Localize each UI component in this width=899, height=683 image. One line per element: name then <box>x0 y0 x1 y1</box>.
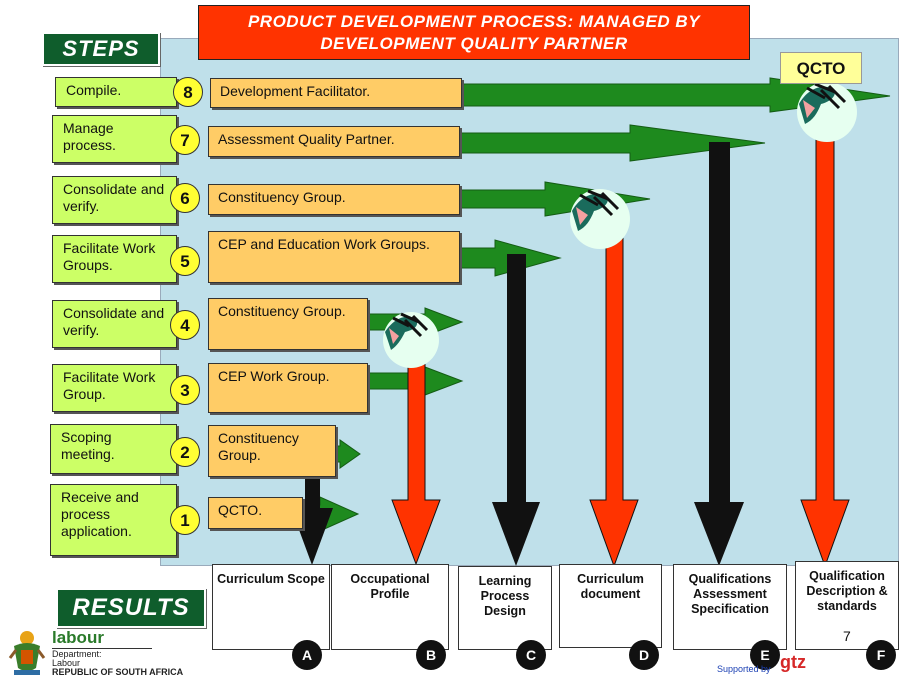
step-8-number: 8 <box>173 77 203 107</box>
step-5-action: Facilitate Work Groups. <box>52 235 177 283</box>
result-label: Curriculum document <box>577 572 644 601</box>
green-arrow-step-7 <box>459 124 766 162</box>
step-3-number: 3 <box>170 375 200 405</box>
result-letter-e: E <box>750 640 780 670</box>
black-arrow-e <box>694 142 744 566</box>
step-7-number: 7 <box>170 125 200 155</box>
step-8-action: Compile. <box>55 77 177 107</box>
step-7-action: Manage process. <box>52 115 177 163</box>
globe-icon <box>797 82 857 142</box>
step-4-actor: Constituency Group. <box>208 298 368 350</box>
result-box-e: Qualifications Assessment Specification <box>673 564 787 650</box>
step-2-number: 2 <box>170 437 200 467</box>
step-8-actor: Development Facilitator. <box>210 78 462 108</box>
labour-wordmark: labour <box>52 628 104 647</box>
step-5-actor: CEP and Education Work Groups. <box>208 231 460 283</box>
result-box-d: Curriculum document <box>559 564 662 648</box>
step-1-number: 1 <box>170 505 200 535</box>
step-6-actor: Constituency Group. <box>208 184 460 215</box>
result-box-b: Occupational Profile <box>331 564 449 650</box>
result-box-f: Qualification Description & standards <box>795 561 899 650</box>
coat-of-arms-icon <box>8 631 46 675</box>
red-arrow-d <box>589 223 639 568</box>
coat-of-arms-logo <box>6 628 48 678</box>
supported-by-text: Supported by <box>717 664 771 674</box>
gtz-logo: gtz <box>780 652 806 672</box>
step-2-action: Scoping meeting. <box>50 424 177 474</box>
steps-banner: STEPS <box>42 32 160 66</box>
result-letter-d: D <box>629 640 659 670</box>
results-banner: RESULTS <box>56 588 206 628</box>
step-4-number: 4 <box>170 310 200 340</box>
result-label: Qualification Description & standards <box>806 569 888 613</box>
step-4-action: Consolidate and verify. <box>52 300 177 348</box>
footer-divider <box>52 648 152 649</box>
department-text: Department: Labour REPUBLIC OF SOUTH AFR… <box>52 650 183 677</box>
qcto-label: QCTO <box>780 52 862 84</box>
dept-line-2: Labour <box>52 658 81 668</box>
result-label: Curriculum Scope <box>217 572 325 586</box>
red-arrow-b <box>391 344 441 566</box>
result-letter-a: A <box>292 640 322 670</box>
step-3-actor: CEP Work Group. <box>208 363 368 413</box>
page-title: PRODUCT DEVELOPMENT PROCESS: MANAGED BY … <box>198 5 750 60</box>
result-box-a: Curriculum Scope <box>212 564 330 650</box>
result-letter-f: F <box>866 640 896 670</box>
dept-line-3: REPUBLIC OF SOUTH AFRICA <box>52 667 184 677</box>
step-7-actor: Assessment Quality Partner. <box>208 126 460 157</box>
dept-line-1: Department: <box>52 649 102 659</box>
step-1-actor: QCTO. <box>208 497 303 529</box>
globe-icon <box>383 312 439 368</box>
step-2-actor: Constituency Group. <box>208 425 336 477</box>
step-6-action: Consolidate and verify. <box>52 176 177 224</box>
result-letter-b: B <box>416 640 446 670</box>
result-box-c: Learning Process Design <box>458 566 552 650</box>
result-label: Occupational Profile <box>350 572 430 601</box>
black-arrow-c <box>492 254 540 566</box>
step-1-action: Receive and process application. <box>50 484 177 556</box>
result-letter-c: C <box>516 640 546 670</box>
step-5-number: 5 <box>170 246 200 276</box>
result-label: Qualifications Assessment Specification <box>688 572 772 616</box>
globe-icon <box>570 189 630 249</box>
red-arrow-f <box>800 121 850 568</box>
step-6-number: 6 <box>170 183 200 213</box>
green-arrow-step-2 <box>334 439 361 469</box>
step-3-action: Facilitate Work Group. <box>52 364 177 412</box>
result-label: Learning Process Design <box>478 574 532 618</box>
page-number: 7 <box>843 628 851 644</box>
black-arrow-a <box>291 444 333 565</box>
